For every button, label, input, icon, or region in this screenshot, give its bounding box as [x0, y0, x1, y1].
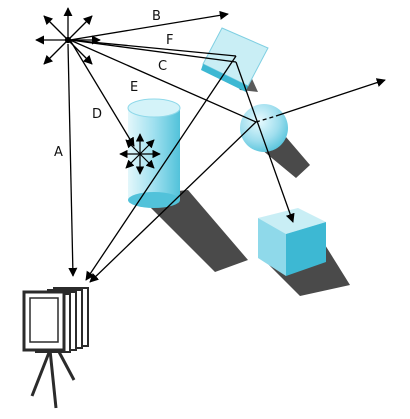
tilted-square — [201, 27, 269, 92]
ray-e-through — [255, 115, 277, 123]
ray-e-line — [69, 39, 257, 123]
sphere — [240, 104, 288, 152]
label-a: A — [54, 145, 63, 160]
label-c: C — [158, 59, 167, 74]
ray-e-exit — [275, 78, 386, 117]
label-d: D — [92, 107, 102, 122]
ray-b-line — [69, 10, 229, 41]
ray-a-line — [67, 43, 78, 277]
ray-c-return — [235, 61, 295, 223]
cube — [258, 208, 326, 276]
cylinder-shadow — [138, 190, 248, 272]
light-source-icon — [35, 7, 101, 65]
label-f: F — [166, 33, 173, 48]
scatter-burst-icon — [119, 133, 161, 175]
ray-f-return — [85, 55, 237, 281]
camera-icon — [22, 287, 89, 409]
ray-e-return — [89, 121, 257, 283]
ray-d-line — [69, 39, 135, 147]
label-e: E — [130, 80, 138, 95]
label-b: B — [152, 9, 161, 24]
